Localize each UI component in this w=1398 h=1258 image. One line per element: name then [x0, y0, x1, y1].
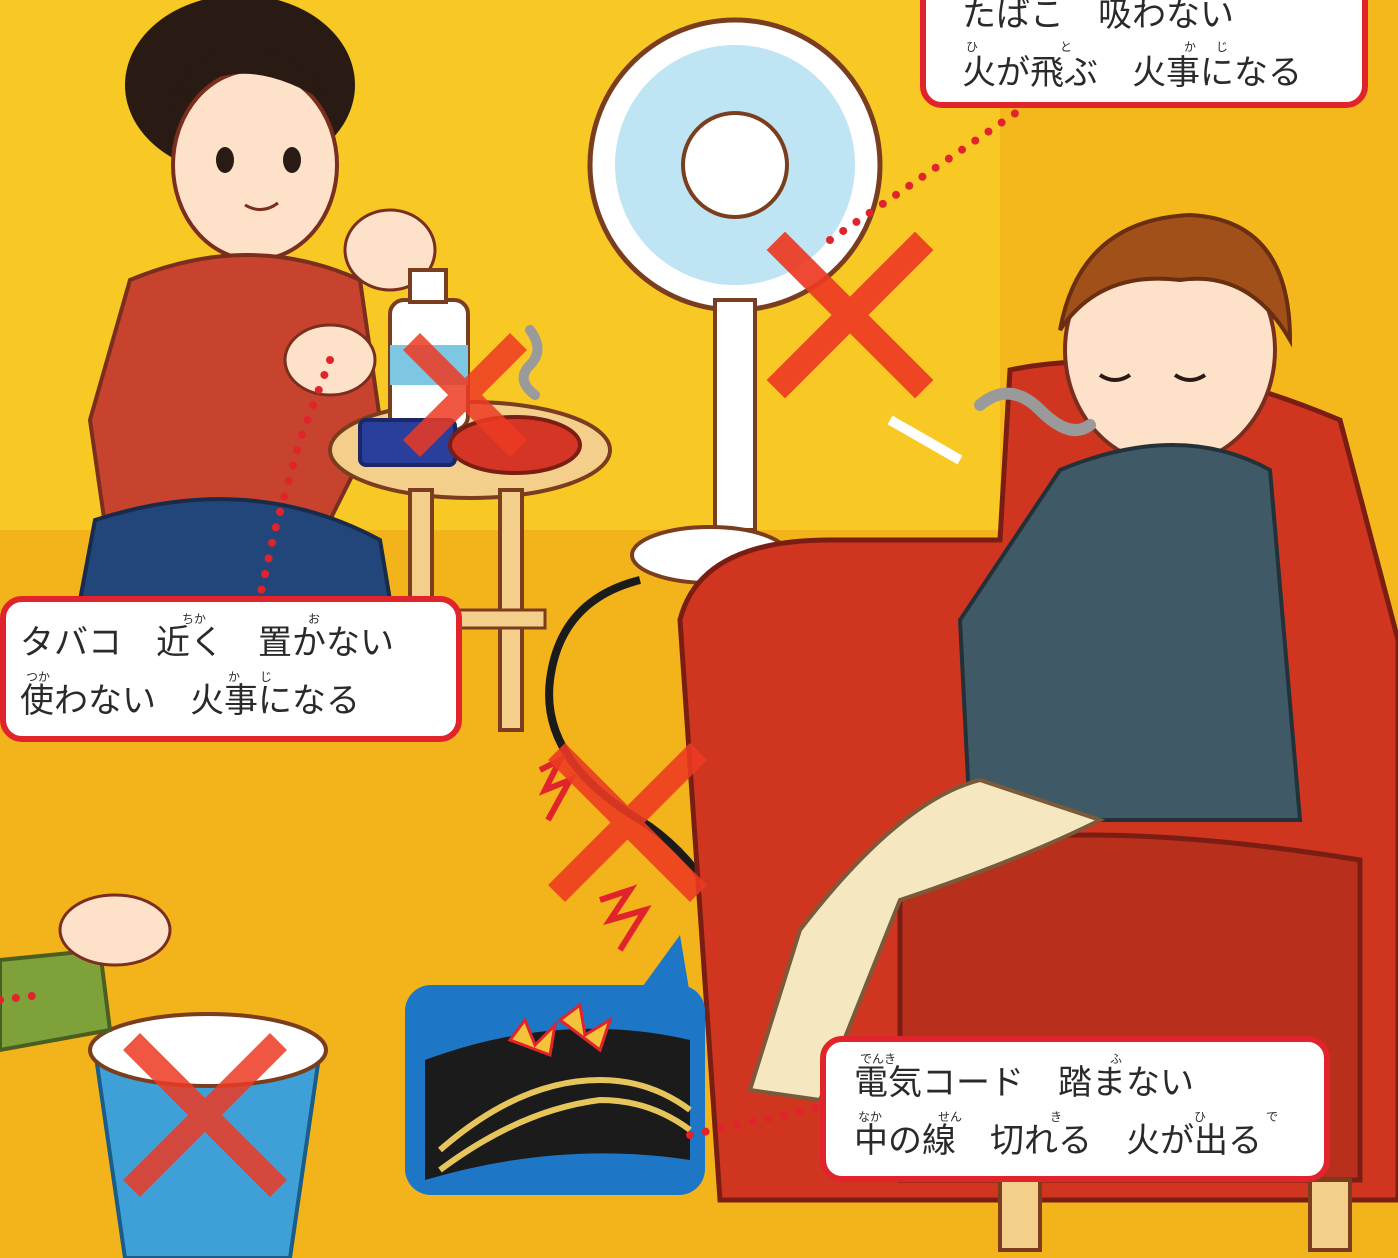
callout-tobacco-line1: たばこ 吸わない: [962, 0, 1234, 35]
hand: [58, 893, 172, 967]
spark-icon: [599, 884, 652, 952]
smoke-icon: [518, 325, 543, 400]
prohibit-x-icon: [123, 1033, 287, 1197]
prohibit-x-icon: [403, 333, 527, 457]
man: [747, 212, 1303, 1103]
callout-cord-line1: 電気コード 踏まない: [854, 1063, 1194, 1103]
callout-tobacco: たばこ 吸わない ひ と か じ 火が飛ぶ 火事になる: [920, 0, 1368, 108]
cord-zoom-panel: [405, 935, 705, 1195]
connector-dots: [826, 106, 1024, 244]
callout-cord-ruby2: なか せん き ひ で: [858, 1110, 1279, 1124]
callout-tobacco-line2: 火が飛ぶ 火事になる: [962, 53, 1302, 93]
connector-dots: [0, 991, 44, 1004]
callout-medicine-ruby2: つか か じ: [26, 670, 273, 684]
callout-cord-ruby1: でんき ふ: [860, 1052, 1123, 1066]
callout-medicine-line2: 使わない 火事になる: [20, 681, 360, 721]
callout-medicine-line1: タバコ 近く 置かない: [20, 623, 394, 663]
electric-fan: [587, 17, 883, 585]
arm: [0, 947, 113, 1053]
callout-tobacco-ruby: ひ と か じ: [966, 40, 1229, 54]
spark-icon: [557, 1002, 613, 1053]
spark-icon: [507, 1016, 558, 1058]
callout-cord-line2: 中の線 切れる 火が出る: [854, 1121, 1262, 1161]
smoke-icon: [974, 387, 1096, 436]
prohibit-x-icon: [548, 743, 707, 902]
prohibit-x-icon: [766, 231, 934, 399]
callout-medicine: ちか お タバコ 近く 置かない つか か じ 使わない 火事になる: [0, 596, 462, 742]
callout-cord: でんき ふ 電気コード 踏まない なか せん き ひ で 中の線 切れる 火が出…: [820, 1036, 1330, 1182]
callout-medicine-ruby1: ちか お: [182, 612, 321, 626]
